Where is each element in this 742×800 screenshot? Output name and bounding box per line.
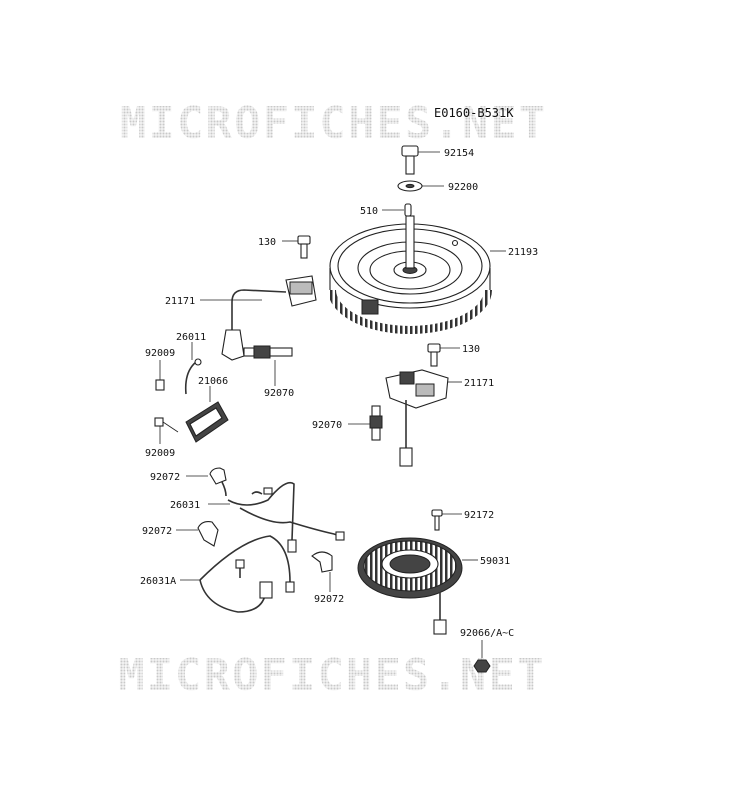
label-21193: 21193 (508, 247, 538, 258)
flywheel (328, 215, 506, 334)
ignition-coil-right (385, 369, 462, 467)
watermark-top: MICROFICHES.NET (120, 98, 547, 149)
label-92070-right: 92070 (312, 420, 342, 431)
wiring-harness (208, 481, 345, 553)
label-92172: 92172 (464, 510, 494, 521)
label-130-lower: 130 (462, 344, 480, 355)
label-92072-top: 92072 (150, 472, 180, 483)
label-92070-left: 92070 (264, 388, 294, 399)
ground-lead (184, 342, 202, 395)
label-21066: 21066 (198, 376, 228, 387)
flywheel-bolt (401, 145, 440, 175)
hex-nut (473, 640, 491, 673)
label-92066: 92066/A~C (460, 628, 514, 639)
ignition-coil-bolt-upper (282, 235, 311, 259)
label-92072-middle: 92072 (142, 526, 172, 537)
label-21171-right: 21171 (464, 378, 494, 389)
ignition-coil-bolt-lower (427, 343, 460, 367)
label-92009-lower: 92009 (145, 448, 175, 459)
label-92154: 92154 (444, 148, 474, 159)
label-59031: 59031 (480, 556, 510, 567)
spark-plug-left (243, 345, 293, 386)
label-26031A: 26031A (140, 576, 176, 587)
stator (357, 537, 478, 635)
label-92200: 92200 (448, 182, 478, 193)
label-92009-upper: 92009 (145, 348, 175, 359)
label-92072-bottom: 92072 (314, 594, 344, 605)
watermark-bottom: MICROFICHES.NET (118, 650, 545, 701)
clamp-middle (176, 521, 219, 547)
spark-plug-right (348, 405, 383, 441)
screw-upper (155, 360, 165, 391)
label-510: 510 (360, 206, 378, 217)
ignition-coil-left (200, 275, 317, 361)
label-21171-left: 21171 (165, 296, 195, 307)
clamp-top (186, 467, 227, 497)
label-130-upper: 130 (258, 237, 276, 248)
clamp-bottom (311, 551, 333, 592)
stator-bolt (431, 509, 462, 531)
ignition-module (185, 386, 229, 443)
screw-lower (154, 417, 179, 444)
flywheel-washer (397, 180, 444, 192)
wiring-harness-a (180, 535, 295, 613)
woodruff-key (382, 203, 412, 217)
label-26031: 26031 (170, 500, 200, 511)
label-26011: 26011 (176, 332, 206, 343)
diagram-code: E0160-B531K (434, 106, 514, 120)
